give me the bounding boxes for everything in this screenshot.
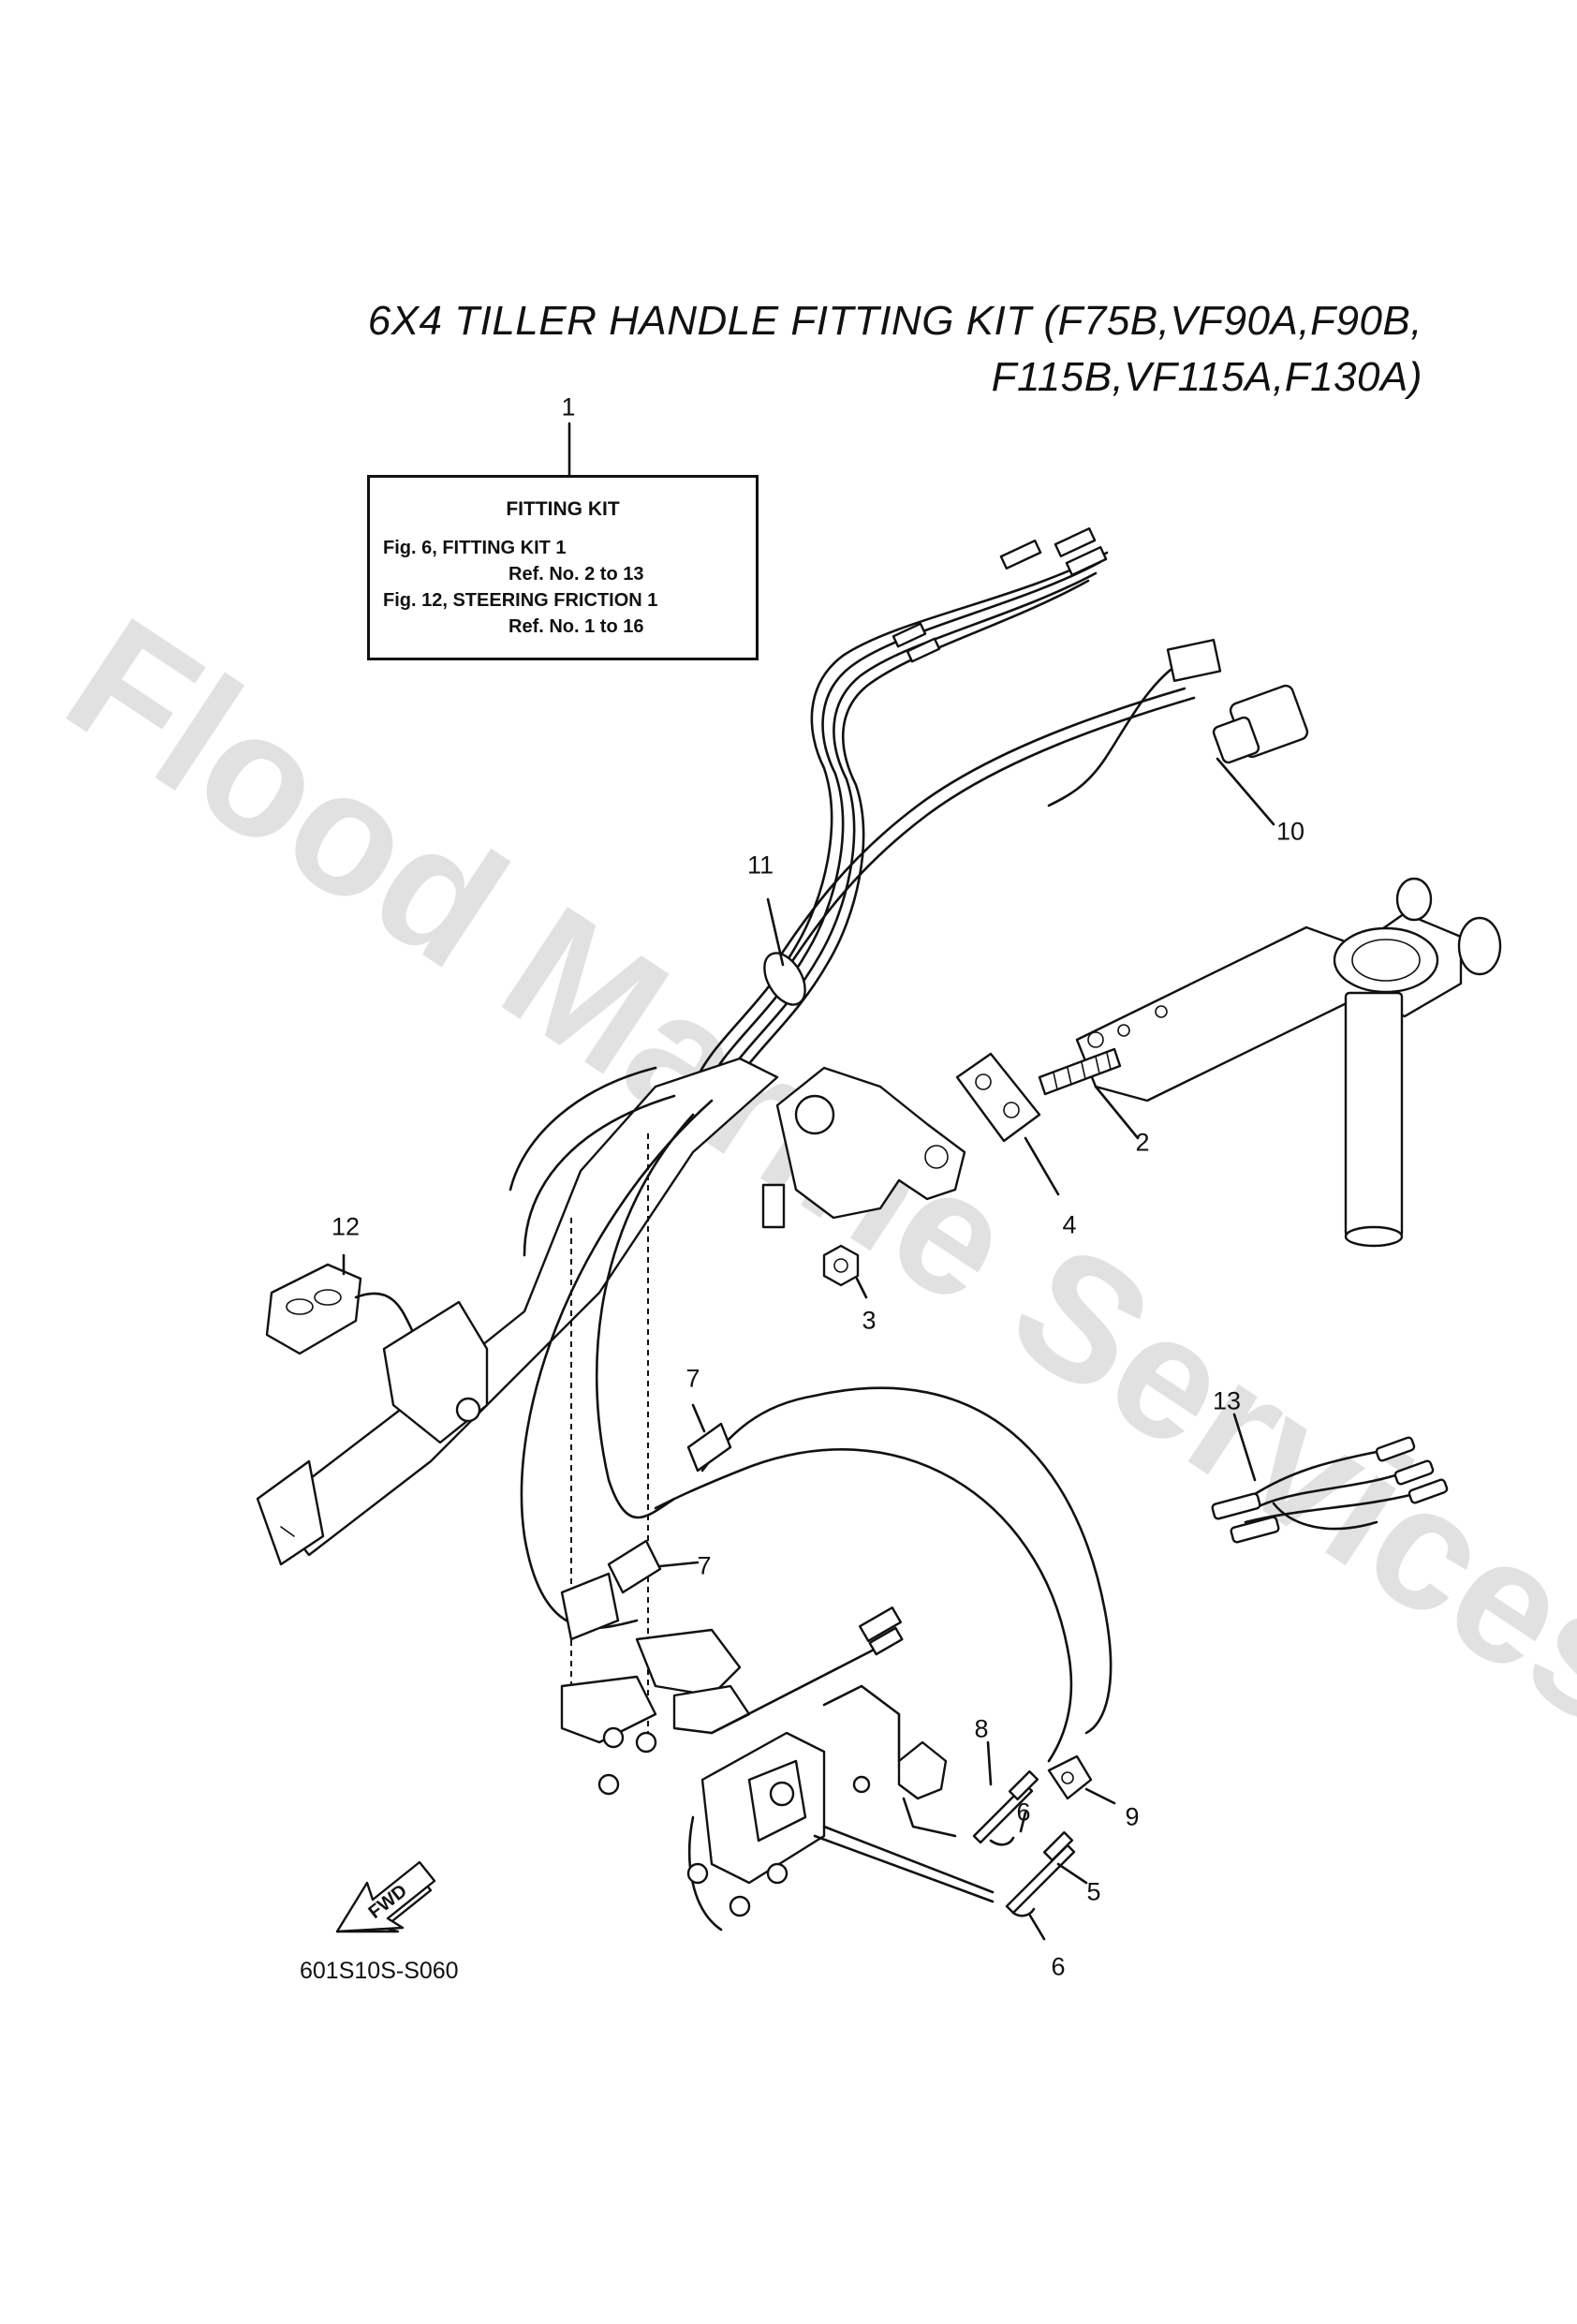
tiller-handle: [256, 1057, 779, 1566]
wire-harness: [766, 638, 1309, 985]
fitting-kit-line-4: Ref. No. 1 to 16: [508, 616, 644, 637]
callout-6-upper: 6: [1016, 1798, 1031, 1827]
cable-clip-11: [763, 897, 806, 1006]
diagram-title-line-1: 6X4 TILLER HANDLE FITTING KIT (F75B,VF90…: [367, 298, 1422, 344]
callout-7-upper: 7: [685, 1364, 700, 1393]
plate-4: [955, 1052, 1060, 1196]
callout-8: 8: [974, 1714, 989, 1743]
callout-7-lower: 7: [697, 1551, 712, 1580]
callout-5: 5: [1086, 1877, 1101, 1906]
diagram-title-line-2: F115B,VF115A,F130A): [991, 354, 1422, 400]
switch-12: [265, 1253, 414, 1355]
callout-2: 2: [1135, 1128, 1150, 1157]
connector-10: [1212, 684, 1309, 826]
fitting-kit-line-3: Fig. 12, STEERING FRICTION 1: [383, 590, 658, 611]
throttle-shift-cables: [691, 527, 1109, 1105]
callout-1: 1: [561, 392, 576, 422]
clip-6-lower: [1011, 1907, 1046, 1941]
callout-4: 4: [1062, 1210, 1077, 1239]
steering-bracket: [1075, 877, 1502, 1248]
nut-3: [822, 1244, 868, 1299]
rod-8: [972, 1740, 1039, 1844]
rod-5: [1005, 1830, 1088, 1915]
fwd-arrow: [335, 1860, 436, 1933]
fitting-kit-line-1: Fig. 6, FITTING KIT 1: [383, 538, 567, 558]
callout-13: 13: [1212, 1386, 1242, 1415]
control-box: [686, 1606, 995, 1932]
callout-11: 11: [746, 851, 774, 880]
callout-3: 3: [862, 1306, 877, 1335]
harness-13: [1211, 1413, 1449, 1544]
fitting-kit-line-2: Ref. No. 2 to 13: [508, 564, 644, 585]
pivot-bracket: [761, 1066, 966, 1229]
clip-9: [1047, 1754, 1116, 1805]
diagram-part-code: 601S10S-S060: [300, 1958, 459, 1984]
bolt-2: [1038, 1047, 1140, 1140]
clip-7-lower: [607, 1539, 700, 1594]
clip-7-upper: [686, 1403, 732, 1473]
fitting-kit-heading: FITTING KIT: [506, 498, 620, 520]
callout-10: 10: [1275, 817, 1305, 846]
clip-6-upper: [989, 1811, 1027, 1846]
fitting-kit-box: FITTING KIT Fig. 6, FITTING KIT 1 Ref. N…: [367, 475, 759, 660]
mounting-brackets: [560, 1572, 751, 1796]
callout-12: 12: [331, 1212, 361, 1241]
callout-9: 9: [1125, 1802, 1140, 1831]
callout-6-lower: 6: [1051, 1952, 1066, 1981]
